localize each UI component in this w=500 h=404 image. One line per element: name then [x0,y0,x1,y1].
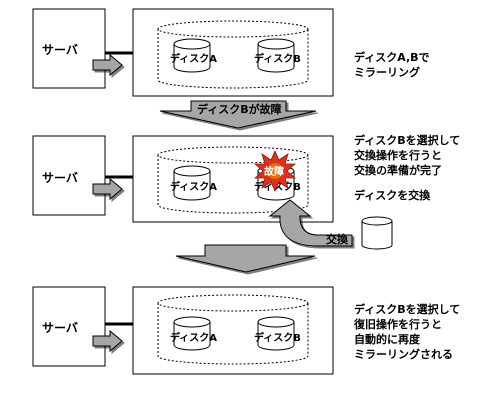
mirror-group [157,20,309,89]
curved-arrow-icon [268,199,353,247]
description-line: ディスクBを選択して [354,134,461,147]
cylinder-disk-icon [257,316,295,351]
stage-3-description: ディスクBを選択して 復旧操作を行うと 自動的に再度 ミラーリングされる [354,302,460,362]
right-arrow-icon [92,53,123,77]
server-label: サーバ [42,321,78,335]
server-box [32,286,106,367]
description-line: ディスクを交換 [354,189,431,202]
mirror-group [157,294,309,365]
storage-enclosure [132,8,334,97]
cylinder-disk-icon [173,165,211,201]
right-arrow-icon [92,329,123,353]
server-label: サーバ [42,171,78,185]
failure-badge: 故障 [264,165,284,178]
description-line: 自動的に再度 [354,333,420,346]
down-arrow-icon [159,100,317,129]
burst-icon: 故障 [253,150,297,192]
server-label: サーバ [42,43,78,57]
storage-enclosure [132,135,334,223]
transition-1: ディスクBが故障 [159,100,317,129]
stage-2-description: ディスクBを選択して 交換操作を行うと 交換の準備が完了 [354,133,460,178]
disk-b-label: ディスクB [254,331,301,344]
description-line: 交換操作を行うと [354,149,442,162]
disk-b-label: ディスクB [254,52,301,65]
stage-2: サーバ ディスクA ディスクB 故障 交換 [32,135,393,250]
stage-1: サーバ ディスクA ディスクB [32,8,334,97]
disk-a-label: ディスクA [170,180,217,193]
right-arrow-icon [92,177,123,201]
replace-caption: ディスクを交換 [354,188,430,203]
down-arrow-icon [175,244,316,273]
stage-1-description: ディスクA,Bで ミラーリング [354,50,430,80]
description-line: ミラーリングされる [354,348,453,361]
description-line: ミラーリング [354,66,420,79]
mirror-group [157,146,309,214]
cylinder-disk-icon [173,316,211,351]
transition-label: ディスクBが故障 [197,102,282,116]
cylinder-disk-icon [173,38,211,73]
cylinder-disk-icon [257,38,295,73]
storage-enclosure [132,286,334,375]
swap-arrow-label: 交換 [326,232,349,246]
disk-a-label: ディスクA [170,52,217,65]
description-line: 復旧操作を行うと [354,318,442,331]
cylinder-disk-icon [361,216,393,250]
server-box [32,8,106,89]
description-line: 交換の準備が完了 [354,164,442,177]
disk-a-label: ディスクA [170,331,217,344]
description-line: ディスクBを選択して [354,303,461,316]
description-line: ディスクA,Bで [354,51,430,64]
transition-2 [175,244,316,273]
stage-3: サーバ ディスクA ディスクB [32,286,334,375]
